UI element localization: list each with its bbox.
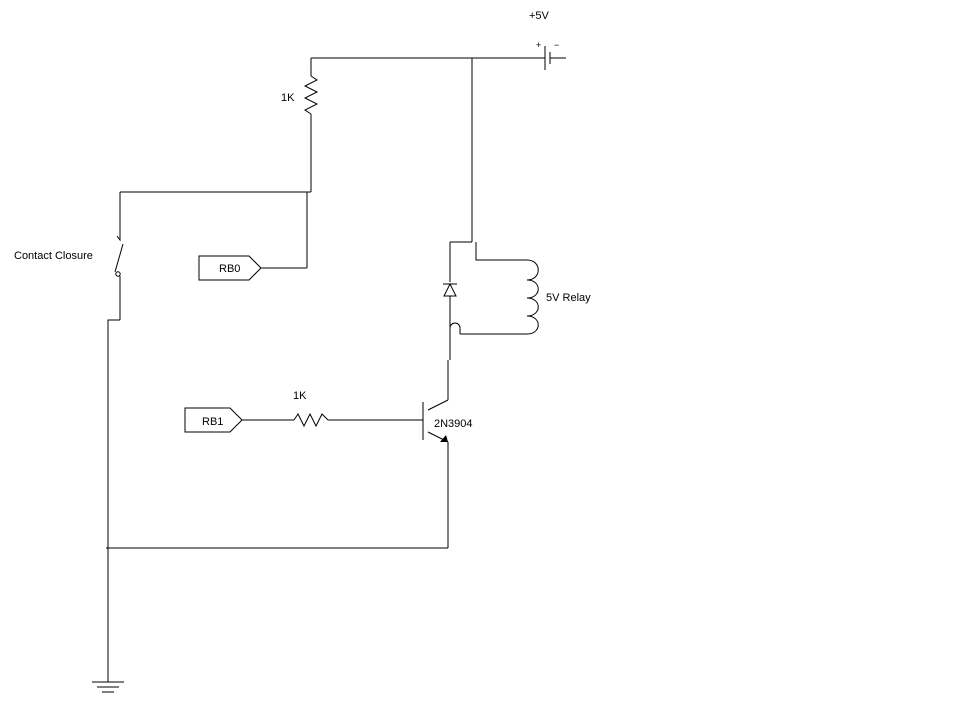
ground-symbol [92,548,124,693]
port-rb1-label: RB1 [202,416,223,428]
relay-5v: 5V Relay [443,241,591,360]
base-resistor-zigzag [293,412,329,428]
pullup-resistor-label: 1K [281,92,295,104]
emitter-arrow [440,435,448,442]
contact-closure-switch: Contact Closure [14,192,124,548]
transistor-label: 2N3904 [434,418,473,430]
battery-5v: + − +5V [472,10,566,70]
flyback-diode [443,282,457,297]
port-rb0-label: RB0 [219,263,240,275]
base-resistor-label: 1K [293,390,307,402]
supply-label: +5V [529,10,550,22]
port-rb1: RB1 [184,407,243,433]
battery-plus-sign: + [536,40,541,50]
relay-coil [526,259,539,335]
battery-minus-sign: − [554,40,559,50]
pullup-resistor: 1K [281,58,319,192]
port-rb0: RB0 [198,255,262,281]
transistor-2n3904: 2N3904 [422,360,473,548]
port-rb1-shape [184,407,243,433]
switch-label: Contact Closure [14,250,93,262]
switch-lever [114,243,124,273]
relay-label: 5V Relay [546,292,591,304]
base-resistor: 1K [242,390,423,428]
collector-lead [427,399,449,411]
pullup-resistor-zigzag [303,75,319,115]
switch-contact [115,271,121,277]
port-rb0-shape [198,255,262,281]
